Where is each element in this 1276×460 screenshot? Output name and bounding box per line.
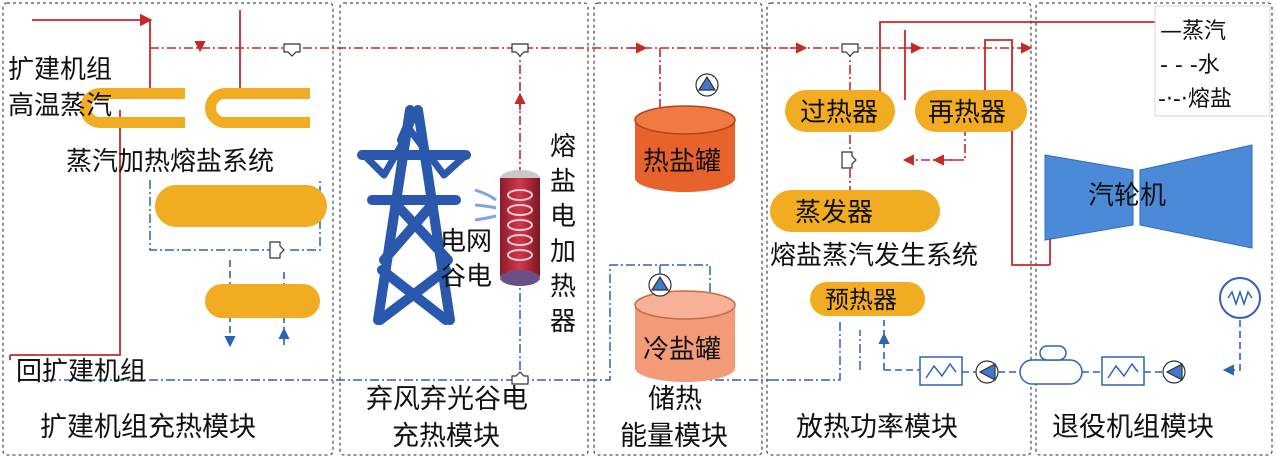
exchanger-c-left — [80, 88, 185, 128]
module-curtail-title-2: 充热模块 — [392, 421, 500, 452]
pumps — [648, 73, 1186, 384]
module-border-curtail-charge — [339, 2, 589, 456]
grid-valley-label-1: 电网 — [440, 227, 492, 257]
cold-tank-label: 冷盐罐 — [643, 335, 721, 365]
hot-tank-label: 热盐罐 — [643, 147, 721, 177]
heater-label-char: 盐 — [550, 167, 576, 197]
heater-label-char: 器 — [550, 307, 576, 337]
exchanger-large — [155, 185, 327, 227]
ext-unit-label-2: 高温蒸汽 — [8, 91, 112, 121]
pump-icon — [975, 360, 999, 384]
heater-label-char: 电 — [550, 202, 576, 232]
heater-label-char: 加 — [550, 237, 576, 267]
grid-valley-label-2: 谷电 — [440, 262, 492, 292]
module-storage-title-2: 能量模块 — [620, 421, 728, 452]
turbine-label: 汽轮机 — [1088, 181, 1166, 211]
reheater-label: 再热器 — [928, 98, 1006, 128]
turbine-icon — [1044, 144, 1253, 249]
hot-salt-tank — [634, 105, 736, 192]
valve-icon — [283, 43, 301, 57]
preheater-label: 预热器 — [825, 286, 897, 314]
module-border-discharge — [766, 2, 1032, 456]
condenser-icon — [1219, 277, 1261, 319]
labels: 扩建机组 高温蒸汽 蒸汽加热熔盐系统 回扩建机组 扩建机组充热模块 电网 谷电 … — [8, 55, 1214, 452]
legend-salt: -·-·熔盐 — [1158, 87, 1232, 112]
valve-icon — [841, 151, 857, 169]
ext-unit-label-1: 扩建机组 — [8, 55, 112, 85]
deaerator-dome-icon — [1039, 345, 1067, 361]
return-unit-label: 回扩建机组 — [16, 357, 146, 387]
feedwater-heaters — [919, 345, 1145, 386]
legend-steam: —蒸汽 — [1160, 19, 1226, 44]
valve-icon — [511, 43, 529, 57]
superheater-shape — [785, 90, 895, 132]
heater-label-char: 热 — [550, 272, 576, 302]
ext-exchangers — [80, 88, 327, 318]
pump-icon — [695, 73, 719, 97]
valve-icon — [511, 371, 529, 385]
exchanger-small — [205, 284, 320, 318]
reheater-shape — [915, 90, 1027, 132]
module-discharge-title: 放热功率模块 — [796, 412, 958, 443]
legend-water: - - -水 — [1160, 53, 1220, 78]
steam-heating-system-label: 蒸汽加热熔盐系统 — [66, 147, 274, 177]
valve-icon — [841, 43, 859, 57]
discharge-exchangers — [770, 90, 1027, 316]
valves — [269, 43, 859, 385]
legend: —蒸汽 - - -水 -·-·熔盐 — [1154, 5, 1271, 117]
module-ext-charge-title: 扩建机组充热模块 — [40, 412, 256, 443]
evaporator-shape — [770, 190, 940, 232]
pump-icon — [648, 273, 672, 297]
module-retired-title: 退役机组模块 — [1052, 412, 1214, 443]
evaporator-label: 蒸发器 — [795, 198, 873, 228]
module-storage-title-1: 储热 — [648, 384, 702, 415]
module-border-storage — [593, 2, 763, 456]
transmission-tower-icon — [357, 105, 471, 325]
exchanger-c-right — [205, 88, 310, 128]
heater-label-char: 熔 — [550, 132, 576, 162]
steam-gen-system-label: 熔盐蒸汽发生系统 — [770, 241, 978, 271]
preheater-shape — [810, 282, 925, 316]
module-border-retired — [1035, 2, 1273, 456]
module-border-ext-charge — [2, 2, 334, 456]
deaerator-icon — [1019, 359, 1083, 385]
valve-icon — [269, 241, 285, 259]
cold-salt-tank — [634, 290, 736, 382]
superheater-label: 过热器 — [800, 98, 878, 128]
electric-heater-icon — [474, 170, 540, 286]
module-curtail-title-1: 弃风弃光谷电 — [366, 384, 528, 415]
pump-icon — [1162, 360, 1186, 384]
